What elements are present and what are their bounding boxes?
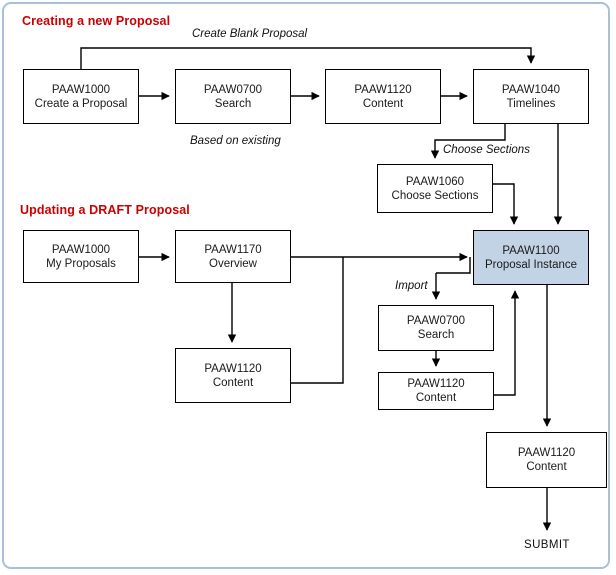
node-label: Content bbox=[212, 376, 254, 389]
node-label: Proposal Instance bbox=[484, 258, 578, 271]
section-title-updating: Updating a DRAFT Proposal bbox=[20, 203, 190, 217]
node-label: Choose Sections bbox=[391, 189, 479, 202]
node-create-a-proposal[interactable]: PAAW1000 Create a Proposal bbox=[23, 69, 139, 124]
node-label: Search bbox=[417, 329, 455, 341]
node-choose-sections[interactable]: PAAW1060 Choose Sections bbox=[377, 164, 493, 213]
node-id: PAAW1060 bbox=[405, 175, 465, 188]
edge-label-based-on-existing: Based on existing bbox=[190, 135, 281, 147]
node-label: Content bbox=[362, 97, 404, 110]
node-label: Create a Proposal bbox=[34, 97, 128, 110]
node-label: Timelines bbox=[506, 97, 556, 110]
node-id: PAAW0700 bbox=[203, 83, 263, 96]
node-id: PAAW1120 bbox=[354, 83, 412, 96]
node-search-top[interactable]: PAAW0700 Search bbox=[175, 69, 291, 124]
node-proposal-instance[interactable]: PAAW1100 Proposal Instance bbox=[473, 230, 589, 285]
node-label: Overview bbox=[209, 257, 257, 270]
node-timelines[interactable]: PAAW1040 Timelines bbox=[473, 69, 589, 124]
node-content-top[interactable]: PAAW1120 Content bbox=[325, 69, 441, 124]
node-label: Content bbox=[415, 392, 457, 404]
node-content-draft[interactable]: PAAW1120 Content bbox=[175, 348, 291, 403]
node-content-final[interactable]: PAAW1120 Content bbox=[486, 432, 607, 488]
node-id: PAAW1100 bbox=[502, 244, 560, 257]
edge-label-import: Import bbox=[395, 280, 428, 292]
node-search-import[interactable]: PAAW0700 Search bbox=[378, 305, 494, 351]
section-title-creating: Creating a new Proposal bbox=[22, 14, 171, 28]
edge-label-choose-sections: Choose Sections bbox=[443, 144, 530, 156]
node-content-import[interactable]: PAAW1120 Content bbox=[378, 372, 494, 410]
node-id: PAAW1000 bbox=[51, 83, 111, 96]
node-my-proposals[interactable]: PAAW1000 My Proposals bbox=[23, 230, 139, 283]
edge-label-create-blank-proposal: Create Blank Proposal bbox=[192, 28, 308, 40]
node-label: Search bbox=[214, 97, 252, 110]
node-id: PAAW1120 bbox=[204, 362, 262, 375]
node-id: PAAW1120 bbox=[407, 378, 465, 390]
node-id: PAAW1040 bbox=[501, 83, 561, 96]
node-id: PAAW0700 bbox=[406, 315, 466, 327]
node-id: PAAW1000 bbox=[51, 243, 111, 256]
terminal-submit: SUBMIT bbox=[524, 539, 570, 551]
node-label: Content bbox=[526, 461, 567, 473]
node-label: My Proposals bbox=[46, 257, 116, 270]
node-overview[interactable]: PAAW1170 Overview bbox=[175, 230, 291, 283]
node-id: PAAW1170 bbox=[204, 243, 262, 256]
node-id: PAAW1120 bbox=[517, 447, 576, 459]
